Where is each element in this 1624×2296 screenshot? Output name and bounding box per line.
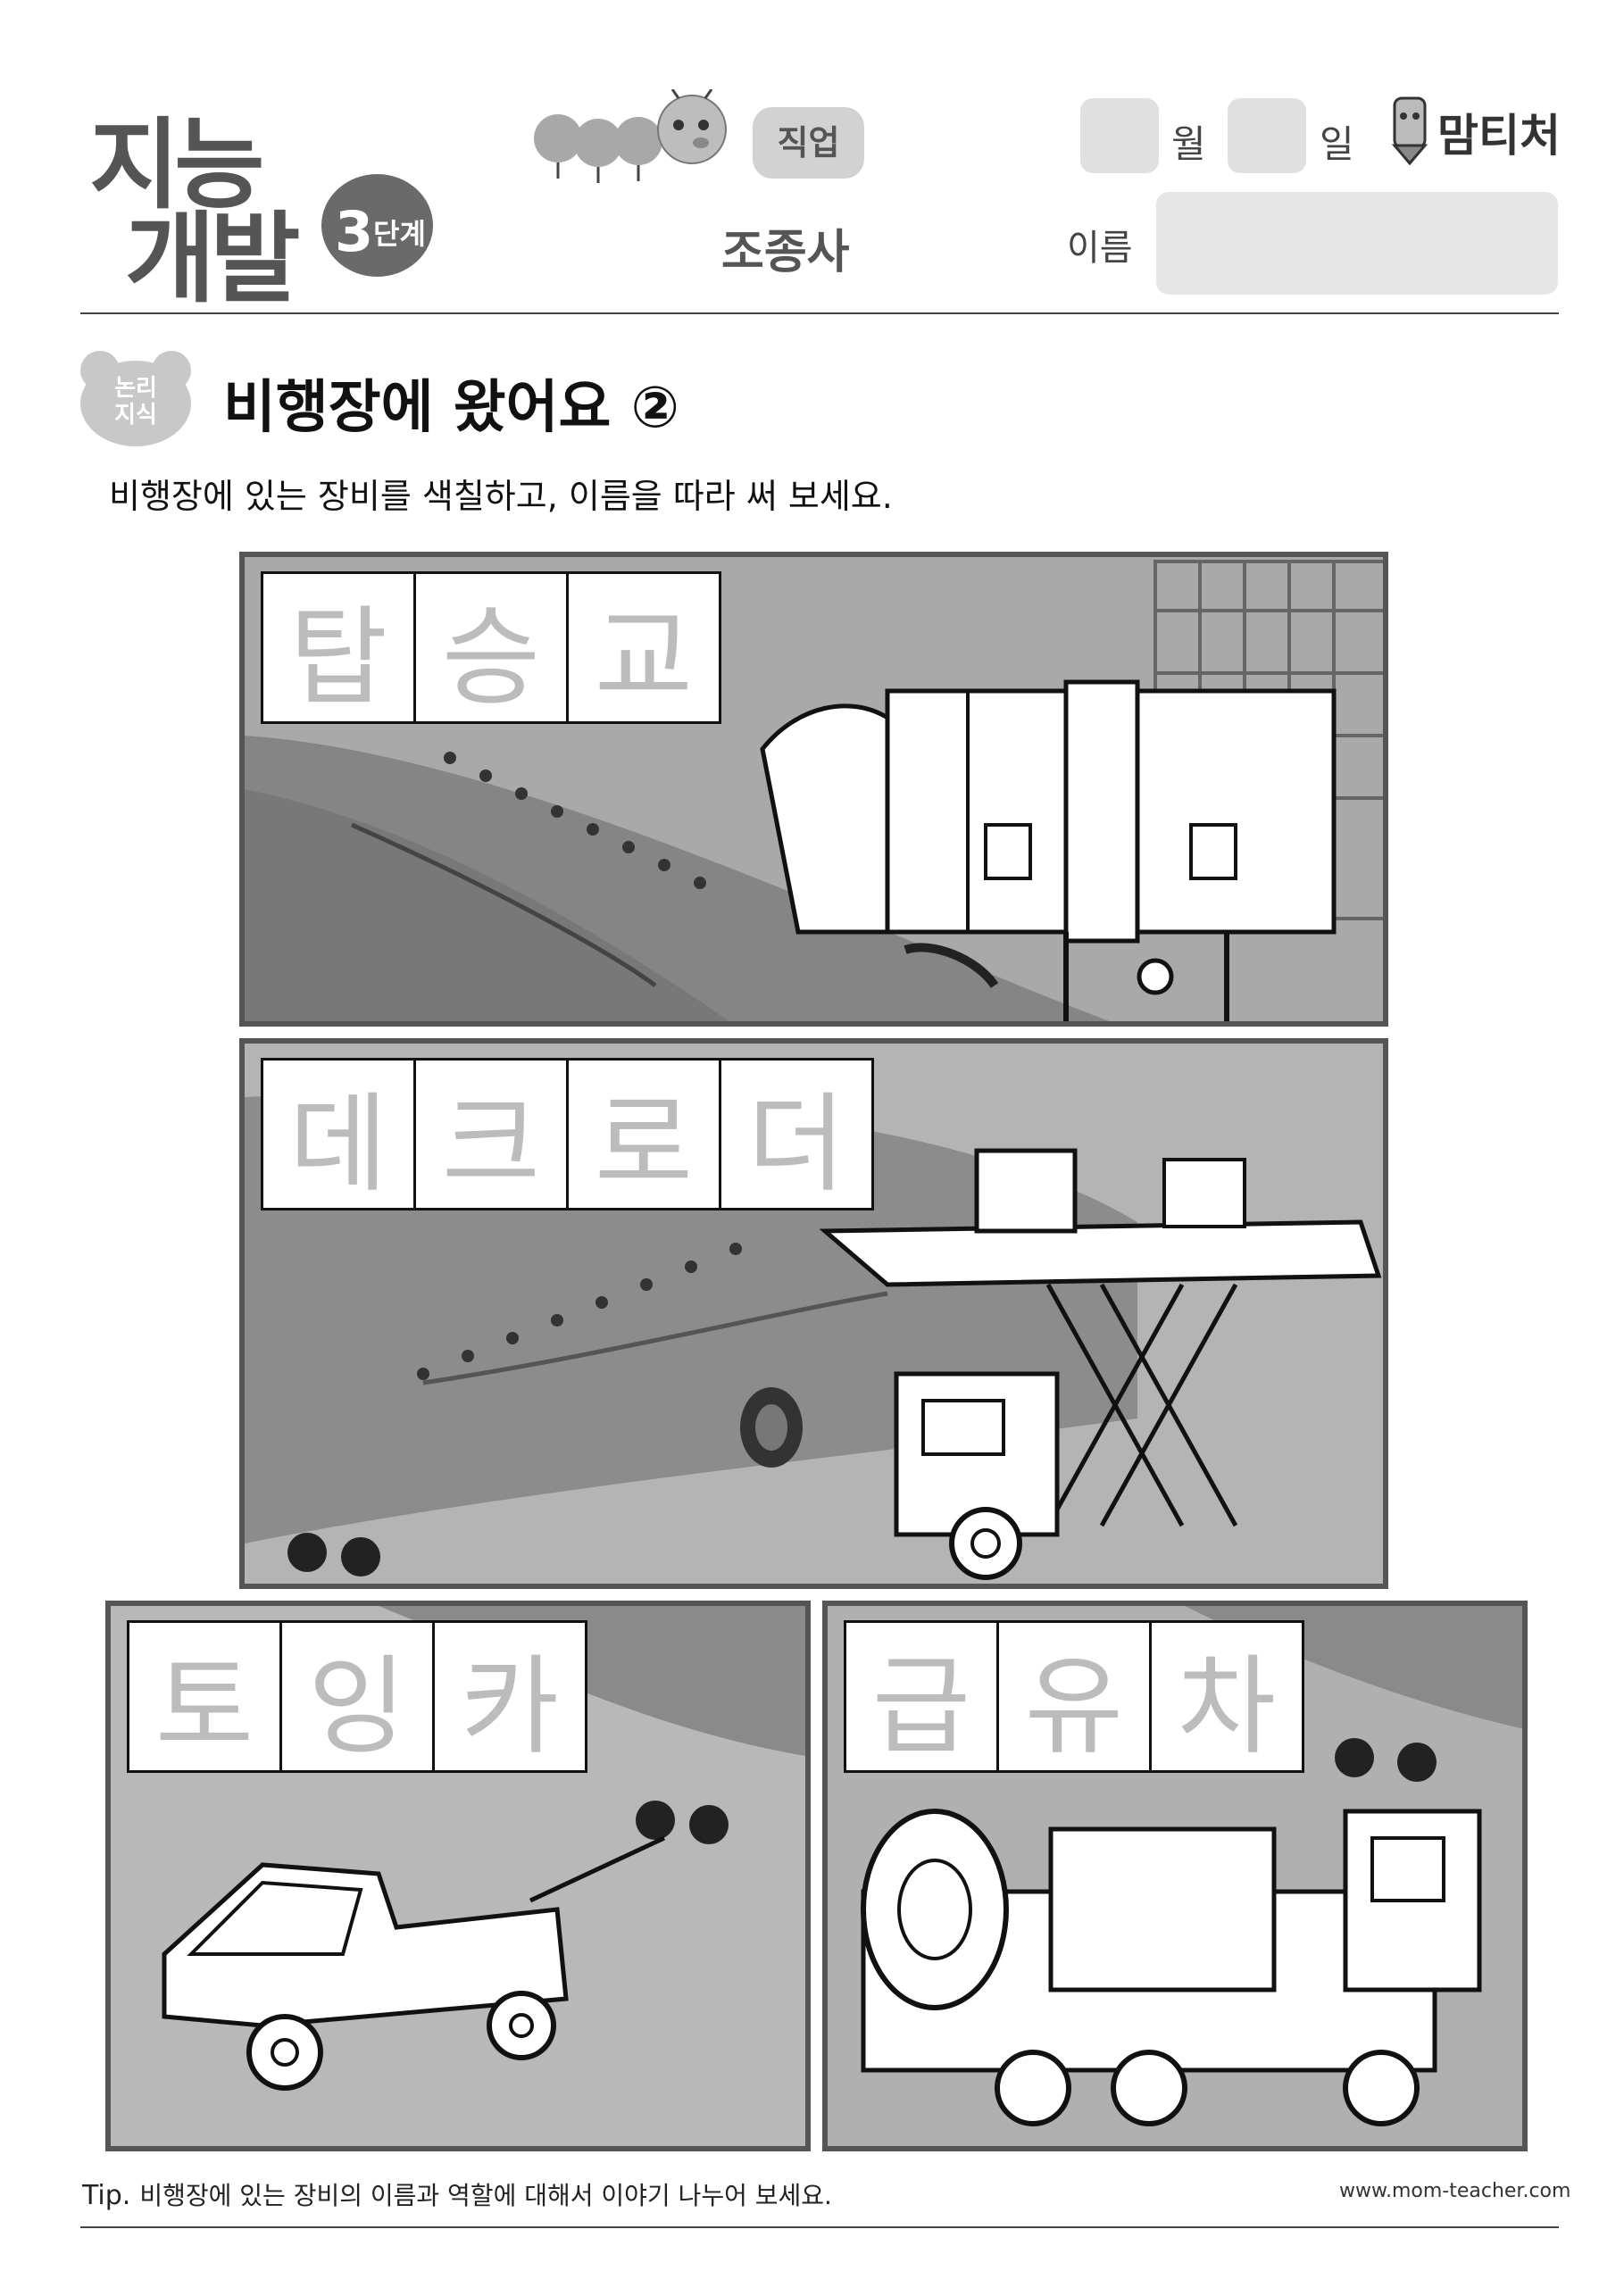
letter-boxes: 데 크 로 더	[261, 1058, 874, 1210]
letter-box[interactable]: 카	[460, 1644, 560, 1769]
logo-bottom-text: 개발	[125, 202, 300, 316]
day-input[interactable]	[1228, 98, 1306, 173]
step-number: 3	[335, 199, 374, 264]
letter-box[interactable]: 잉	[282, 1623, 435, 1770]
letter-box[interactable]: 차	[1177, 1644, 1277, 1769]
badge-line-2: 지식	[114, 402, 157, 428]
letter-boxes: 탑 승 교	[261, 571, 721, 724]
panel-towing-car[interactable]: 토 잉 카	[105, 1601, 811, 2151]
letter-box[interactable]: 급	[846, 1623, 999, 1770]
step-word: 단계	[373, 217, 426, 251]
instruction-text: 비행장에 있는 장비를 색칠하고, 이름을 따라 써 보세요.	[109, 477, 893, 516]
letter-boxes: 급 유 차	[844, 1620, 1304, 1773]
tip-body: 비행장에 있는 장비의 이름과 역할에 대해서 이야기 나누어 보세요.	[139, 2181, 832, 2210]
panel-boarding-bridge[interactable]: 탑 승 교	[239, 552, 1388, 1027]
day-label: 일	[1320, 122, 1354, 166]
letter-box[interactable]: 더	[746, 1082, 846, 1207]
caterpillar-icon	[534, 89, 727, 183]
letter-box[interactable]: 탑	[263, 574, 416, 721]
month-input[interactable]	[1080, 98, 1159, 173]
letter-box[interactable]: 로	[569, 1061, 721, 1208]
tip-prefix: Tip.	[82, 2180, 131, 2211]
letter-box[interactable]: 교	[594, 595, 694, 720]
letter-boxes: 토 잉 카	[127, 1620, 587, 1773]
name-label: 이름	[1067, 228, 1133, 269]
letter-box[interactable]: 토	[129, 1623, 282, 1770]
letter-box[interactable]: 크	[416, 1061, 569, 1208]
bear-badge-icon	[80, 351, 191, 446]
website-url[interactable]: www.mom-teacher.com	[1339, 2180, 1571, 2202]
footer-divider	[80, 2226, 1559, 2228]
pencil-mascot-icon	[1391, 96, 1428, 165]
category-badge: 논리 지식	[73, 348, 198, 446]
job-name: 조종사	[721, 226, 850, 279]
logo-top-text: 지능	[89, 108, 264, 222]
section-title: 비행장에 왔어요 ②	[223, 375, 679, 441]
job-tag: 직업	[753, 107, 864, 179]
badge-line-1: 논리	[114, 375, 157, 402]
logo: 지능 개발	[71, 85, 357, 316]
letter-box[interactable]: 유	[999, 1623, 1152, 1770]
name-input[interactable]	[1156, 192, 1558, 295]
month-label: 월	[1171, 122, 1206, 166]
header-divider	[80, 312, 1559, 314]
panel-fuel-truck[interactable]: 급 유 차	[822, 1601, 1528, 2151]
step-badge: 3 단계	[321, 174, 433, 277]
panel-deck-loader[interactable]: 데 크 로 더	[239, 1038, 1388, 1589]
brand-logo: 맘티처	[1437, 110, 1561, 162]
letter-box[interactable]: 데	[263, 1061, 416, 1208]
letter-box[interactable]: 승	[416, 574, 569, 721]
tip-text: Tip. 비행장에 있는 장비의 이름과 역할에 대해서 이야기 나누어 보세요.	[82, 2176, 832, 2212]
